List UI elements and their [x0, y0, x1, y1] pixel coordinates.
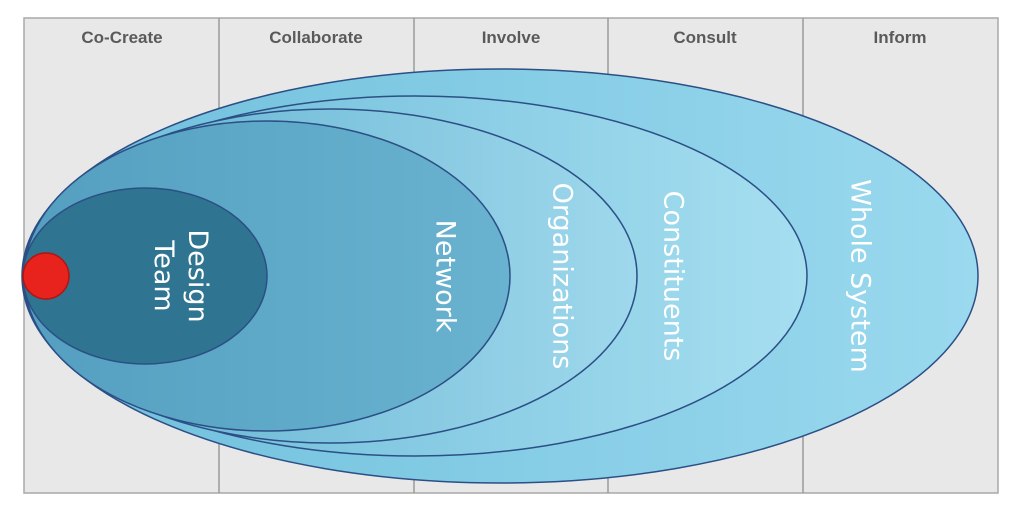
ring-label-organizations: Organizations — [547, 183, 578, 370]
column-label-involve: Involve — [482, 28, 541, 47]
column-label-collaborate: Collaborate — [269, 28, 363, 47]
ring-label-network: Network — [430, 220, 461, 333]
ring-label-design-team-line: Team — [148, 239, 179, 311]
ring-label-design-team-line: Design — [182, 229, 213, 322]
ring-label-design-team: DesignTeam — [148, 229, 213, 322]
nested-ellipses — [21, 68, 979, 484]
ring-label-constituents: Constituents — [658, 191, 689, 362]
column-headers: Co-Create Collaborate Involve Consult In… — [81, 28, 926, 47]
column-label-consult: Consult — [673, 28, 737, 47]
column-label-co-create: Co-Create — [81, 28, 162, 47]
ring-label-design-team-group: DesignTeam — [148, 229, 213, 322]
ring-labels: Whole System Constituents Organizations … — [148, 179, 876, 373]
column-label-inform: Inform — [874, 28, 927, 47]
ring-label-whole-system: Whole System — [845, 179, 876, 373]
origin-dot — [22, 252, 70, 300]
